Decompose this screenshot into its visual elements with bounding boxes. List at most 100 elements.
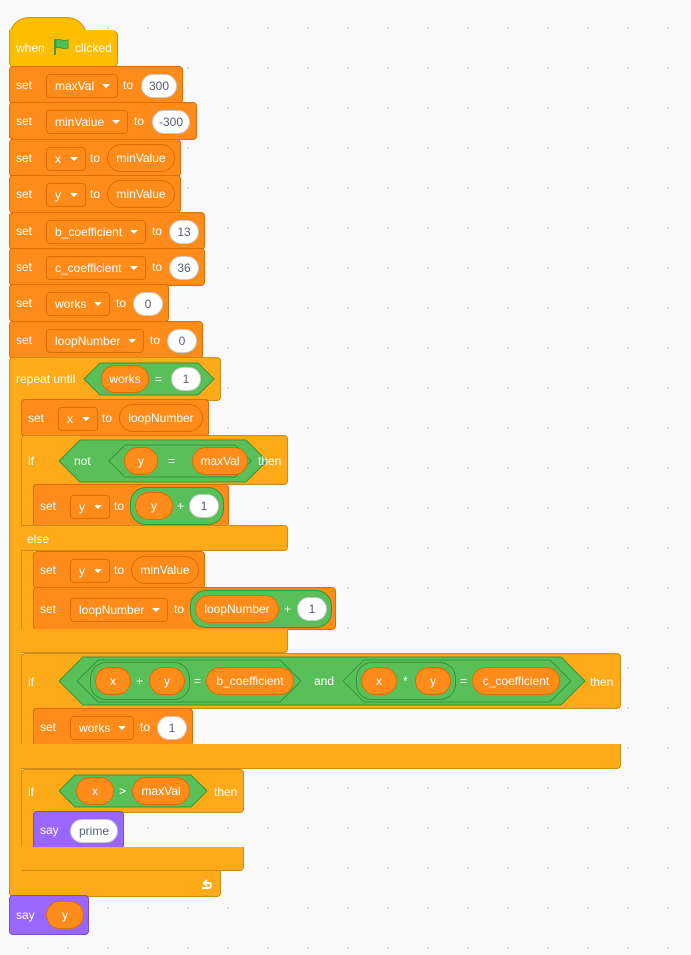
operator-label: =: [460, 674, 468, 688]
not-condition[interactable]: not y = maxVal: [58, 439, 268, 483]
variable-dropdown[interactable]: works: [70, 716, 134, 740]
variable-dropdown[interactable]: c_coefficient: [46, 256, 146, 280]
and-condition[interactable]: x + y = b_coefficient and x * y = c_coef…: [58, 656, 586, 706]
c-coefficient-reporter[interactable]: c_coefficient: [472, 667, 560, 695]
operator-label: +: [177, 499, 185, 513]
variable-name: works: [79, 721, 111, 735]
set-variable-block[interactable]: set y to y + 1: [33, 484, 229, 527]
if-else-bottom: [21, 629, 288, 653]
value-input[interactable]: 0: [167, 329, 197, 353]
add-operator[interactable]: x + y: [90, 662, 190, 700]
variable-reporter[interactable]: loopNumber: [119, 404, 203, 432]
if-label: if: [28, 454, 34, 468]
set-variable-block[interactable]: set y to minValue: [9, 175, 181, 213]
variable-dropdown[interactable]: x: [58, 407, 98, 431]
value-input[interactable]: 13: [169, 220, 199, 244]
multiply-operator[interactable]: x * y: [356, 662, 456, 700]
say-block[interactable]: say prime: [33, 811, 124, 849]
variable-name: y: [55, 188, 61, 202]
loopnumber-reporter[interactable]: loopNumber: [195, 595, 279, 623]
if-block[interactable]: if x + y = b_coefficient and x * y = c_c…: [21, 653, 621, 709]
y-reporter[interactable]: y: [124, 447, 158, 475]
y-reporter[interactable]: y: [149, 667, 185, 695]
value-input[interactable]: 300: [141, 74, 177, 98]
operator-label: +: [136, 674, 144, 688]
x-reporter[interactable]: x: [95, 667, 131, 695]
dropdown-arrow-icon: [94, 569, 102, 573]
add-operator[interactable]: loopNumber + 1: [190, 590, 332, 628]
set-variable-block[interactable]: set minValue to -300: [9, 102, 197, 140]
set-label: set: [40, 602, 57, 616]
repeat-until-block[interactable]: repeat until works = 1: [9, 357, 221, 401]
to-label: to: [152, 260, 163, 274]
value-input[interactable]: 36: [169, 256, 199, 280]
set-variable-block[interactable]: set b_coefficient to 13: [9, 212, 205, 250]
maxval-reporter[interactable]: maxVal: [132, 777, 190, 805]
when-flag-clicked-block[interactable]: when clicked: [9, 30, 118, 68]
variable-dropdown[interactable]: y: [70, 559, 110, 583]
set-label: set: [40, 499, 57, 513]
set-variable-block[interactable]: set works to 1: [33, 708, 193, 746]
green-flag-icon: [51, 37, 71, 62]
if-else-block[interactable]: if not y = maxVal then: [21, 435, 288, 485]
value-input[interactable]: 1: [171, 367, 201, 391]
set-variable-block[interactable]: set maxVal to 300: [9, 66, 183, 104]
equals-condition[interactable]: x * y = c_coefficient: [342, 659, 572, 703]
x-reporter[interactable]: x: [76, 777, 114, 805]
variable-name: y: [79, 500, 85, 514]
works-reporter[interactable]: works: [101, 365, 149, 393]
variable-dropdown[interactable]: minValue: [46, 110, 128, 134]
equals-condition[interactable]: x + y = b_coefficient: [76, 659, 302, 703]
b-coefficient-reporter[interactable]: b_coefficient: [206, 667, 294, 695]
add-operator[interactable]: y + 1: [130, 487, 224, 525]
variable-name: y: [79, 564, 85, 578]
y-reporter[interactable]: y: [46, 901, 84, 929]
set-label: set: [16, 296, 33, 310]
variable-dropdown[interactable]: x: [46, 147, 86, 171]
variable-name: x: [55, 152, 61, 166]
repeat-until-arm: [9, 399, 22, 873]
operator-label: +: [284, 602, 292, 616]
y-reporter[interactable]: y: [415, 667, 451, 695]
equals-condition[interactable]: works = 1: [83, 362, 215, 396]
variable-dropdown[interactable]: loopNumber: [46, 329, 144, 353]
equals-condition[interactable]: y = maxVal: [108, 444, 252, 478]
variable-reporter[interactable]: minValue: [107, 180, 175, 208]
value-input[interactable]: 1: [189, 494, 219, 518]
variable-dropdown[interactable]: y: [70, 495, 110, 519]
if-block[interactable]: if x > maxVal then: [21, 769, 244, 813]
set-variable-block[interactable]: set x to minValue: [9, 139, 181, 177]
variable-dropdown[interactable]: b_coefficient: [46, 220, 146, 244]
dropdown-arrow-icon: [70, 157, 78, 161]
variable-dropdown[interactable]: maxVal: [46, 74, 118, 98]
dropdown-arrow-icon: [70, 193, 78, 197]
value-input[interactable]: 0: [133, 292, 163, 316]
set-variable-block[interactable]: set c_coefficient to 36: [9, 248, 205, 286]
set-variable-block[interactable]: set x to loopNumber: [21, 399, 209, 437]
y-reporter[interactable]: y: [135, 492, 173, 520]
message-input[interactable]: prime: [70, 819, 118, 843]
variable-name: loopNumber: [79, 603, 145, 617]
dropdown-arrow-icon: [130, 266, 138, 270]
say-block[interactable]: say y: [9, 895, 89, 935]
maxval-reporter[interactable]: maxVal: [192, 447, 248, 475]
set-variable-block[interactable]: set loopNumber to 0: [9, 321, 203, 359]
variable-name: x: [67, 412, 73, 426]
operator-label: *: [403, 674, 408, 688]
set-variable-block[interactable]: set y to minValue: [33, 551, 205, 589]
x-reporter[interactable]: x: [361, 667, 397, 695]
variable-dropdown[interactable]: loopNumber: [70, 598, 168, 622]
greater-than-condition[interactable]: x > maxVal: [58, 774, 208, 808]
variable-dropdown[interactable]: works: [46, 292, 110, 316]
variable-dropdown[interactable]: y: [46, 183, 86, 207]
set-variable-block[interactable]: set loopNumber to loopNumber + 1: [33, 587, 336, 630]
set-label: set: [28, 411, 45, 425]
set-variable-block[interactable]: set works to 0: [9, 284, 169, 322]
then-label: then: [214, 785, 238, 799]
value-input[interactable]: 1: [157, 716, 187, 740]
variable-reporter[interactable]: minValue: [107, 144, 175, 172]
to-label: to: [150, 333, 161, 347]
value-input[interactable]: -300: [152, 110, 190, 134]
variable-reporter[interactable]: minValue: [131, 556, 199, 584]
value-input[interactable]: 1: [297, 597, 327, 621]
